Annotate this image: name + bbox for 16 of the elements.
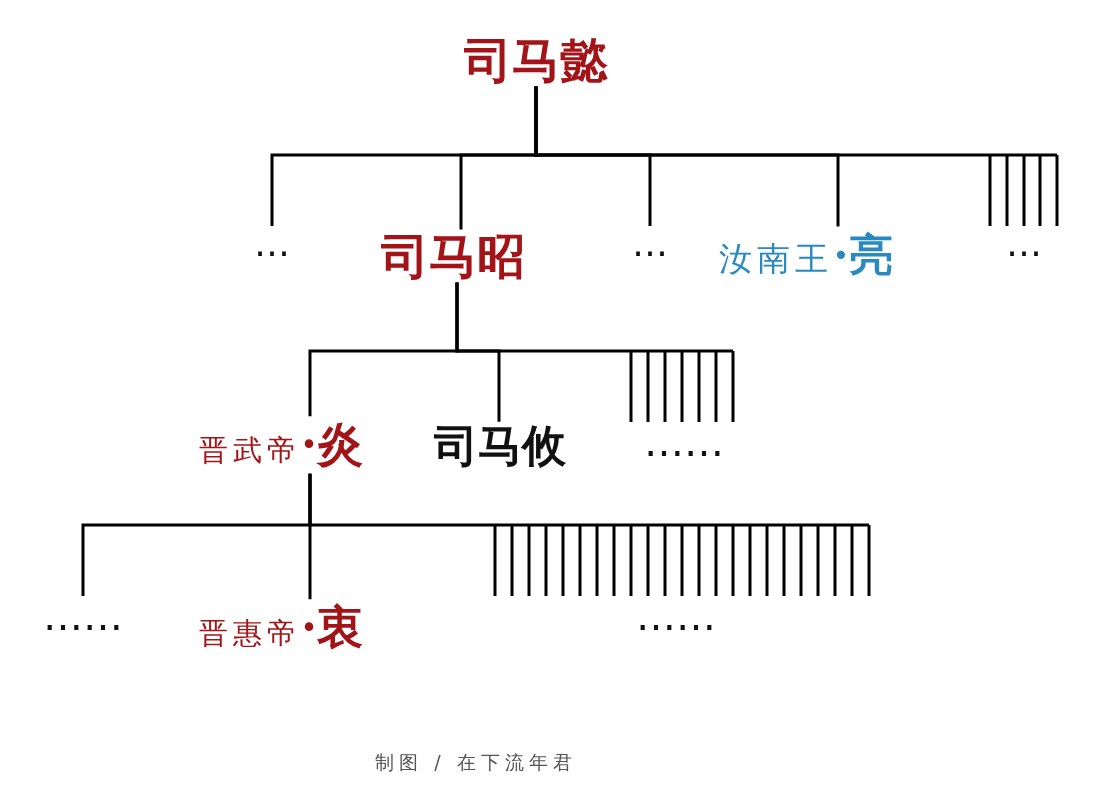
name-text: 晋武帝·炎 <box>199 416 363 474</box>
name-text: 司马昭 <box>381 229 525 283</box>
ellipsis-text: … <box>254 226 290 262</box>
comb-connector <box>455 280 735 424</box>
comb-connector <box>308 472 871 598</box>
name-text: 晋惠帝·衷 <box>199 599 363 657</box>
name-text: 司马攸 <box>434 421 566 471</box>
name-text: 汝南王·亮 <box>719 226 893 282</box>
credit-text: 制图 / 在下流年君 <box>375 750 577 774</box>
comb-connector <box>534 84 1059 228</box>
ellipsis-text: …… <box>636 596 716 636</box>
ellipsis-text: …… <box>644 422 724 462</box>
ellipsis-text: …… <box>43 596 123 636</box>
ellipsis-text: … <box>632 226 668 262</box>
ellipsis-text: … <box>1006 226 1042 262</box>
name-text: 司马懿 <box>464 33 608 87</box>
